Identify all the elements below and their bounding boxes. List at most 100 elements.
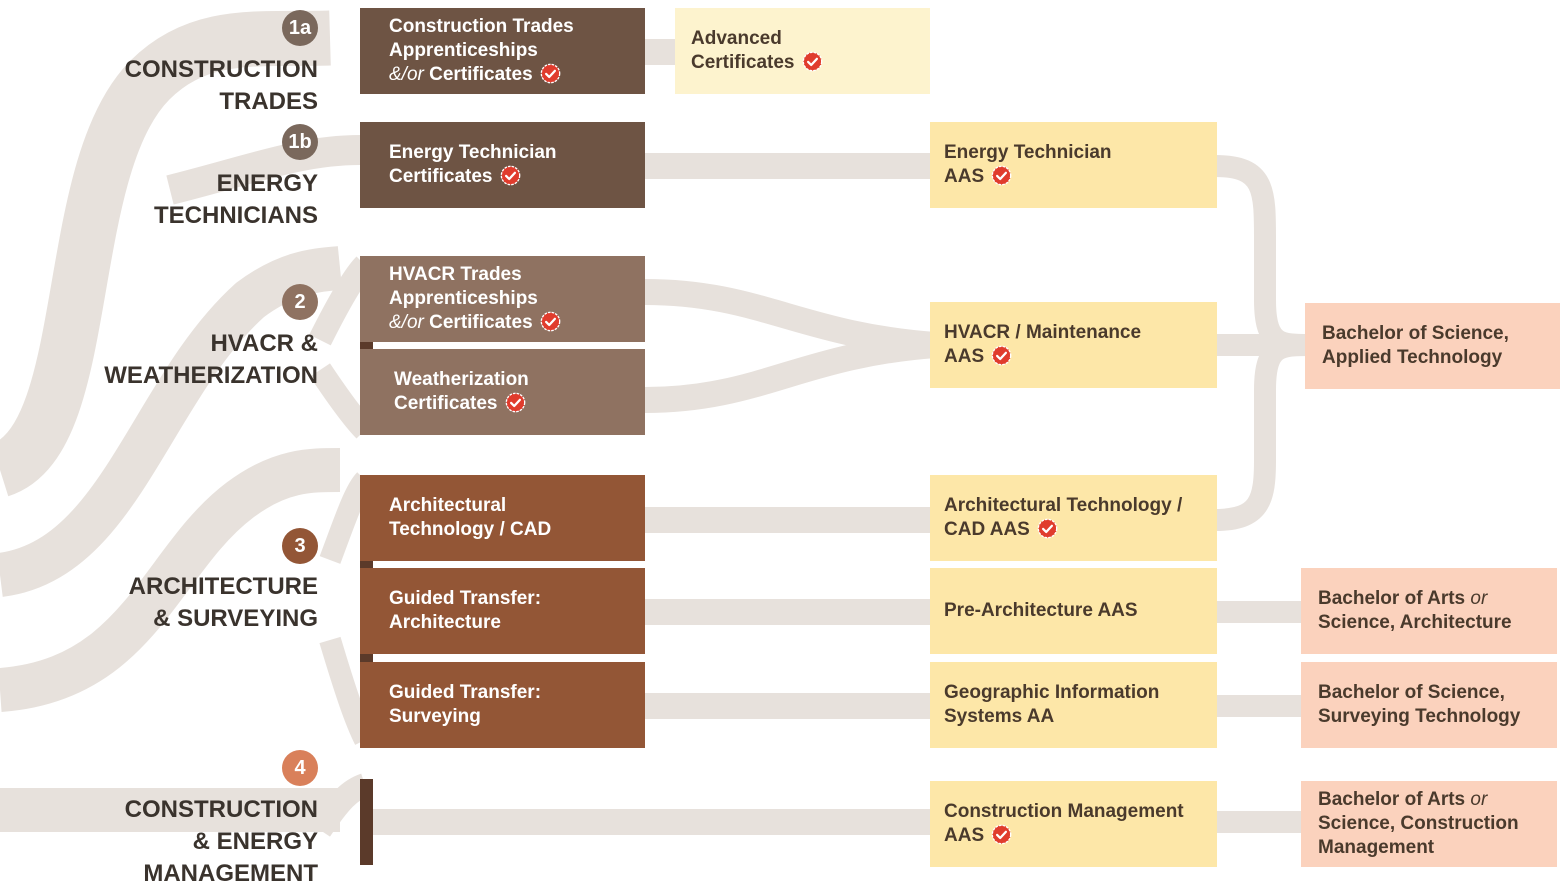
entry-construction-trades[interactable]: Construction Trades Apprenticeships &/or… [360, 8, 645, 94]
box-line: Apprenticeships [389, 40, 538, 61]
associate-hvacr-maintenance-aas[interactable]: HVACR / Maintenance AAS [930, 302, 1217, 388]
group-label-line: HVACR & [210, 330, 318, 357]
group-label-construction-trades: CONSTRUCTION TRADES [125, 54, 318, 118]
box-line: Pre-Architecture AAS [944, 600, 1138, 621]
merge-arch [1214, 334, 1311, 531]
box-line: Advanced [691, 28, 782, 49]
box-line: Energy Technician [389, 142, 557, 163]
entry-guided-transfer-surveying[interactable]: Guided Transfer: Surveying [360, 662, 645, 748]
box-line: Systems AA [944, 706, 1055, 727]
entry-guided-transfer-architecture[interactable]: Guided Transfer: Architecture [360, 568, 645, 654]
entry-architectural-technology-cad[interactable]: Architectural Technology / CAD [360, 475, 645, 561]
group-badge-2: 2 [282, 284, 318, 320]
group-label-line: CONSTRUCTION [124, 56, 318, 83]
box-line: Construction Trades [389, 16, 574, 37]
box-line: Science, Architecture [1318, 612, 1512, 633]
group-label-line: WEATHERIZATION [104, 362, 318, 389]
check-badge-icon [802, 51, 823, 72]
entry-energy-technician-certificates[interactable]: Energy Technician Certificates [360, 122, 645, 208]
box-line-italic: &/or [389, 64, 424, 85]
group-badge-1b: 1b [282, 124, 318, 160]
trunk-ribbon-3 [0, 448, 341, 712]
check-badge-icon [505, 392, 526, 413]
box-line: CAD AAS [944, 519, 1030, 540]
box-line: Surveying [389, 706, 481, 727]
box-line: Bachelor of Science, [1318, 682, 1505, 703]
group-label-energy-technicians: ENERGY TECHNICIANS [154, 168, 318, 232]
group-label-architecture: ARCHITECTURE & SURVEYING [129, 571, 318, 635]
box-line: Architectural Technology / [944, 495, 1183, 516]
box-line: Guided Transfer: [389, 682, 542, 703]
check-badge-icon [992, 345, 1012, 366]
box-line: Certificates [389, 166, 493, 187]
link-weather-aas [644, 332, 936, 413]
box-line: Science, Construction [1318, 813, 1519, 834]
group-label-line: TRADES [219, 88, 318, 115]
group-label-line: ENERGY [216, 170, 318, 197]
box-line: Architecture [389, 612, 501, 633]
box-line: Management [1318, 837, 1435, 858]
box-line: Certificates [691, 52, 795, 73]
box-line: Bachelor of Arts [1318, 789, 1466, 810]
box-line: Surveying Technology [1318, 706, 1521, 727]
box-line: Construction Management [944, 801, 1184, 822]
box-line-italic: &/or [389, 312, 424, 333]
group-label-line: ARCHITECTURE [128, 573, 318, 600]
group-label-line: TECHNICIANS [153, 202, 318, 229]
box-line: Apprenticeships [389, 288, 538, 309]
entry-weatherization-certificates[interactable]: Weatherization Certificates [360, 349, 645, 435]
box-line: AAS [944, 166, 985, 187]
associate-energy-technician-aas[interactable]: Energy Technician AAS [930, 122, 1217, 208]
bachelor-bs-applied-technology[interactable]: Bachelor of Science, Applied Technology [1305, 303, 1560, 389]
trunk-ribbon-1 [0, 10, 331, 497]
check-badge-icon [992, 165, 1012, 186]
group-label-line: MANAGEMENT [143, 860, 318, 887]
box-line: Bachelor of Arts [1318, 588, 1466, 609]
box-line: Weatherization [394, 369, 529, 390]
box-line: Bachelor of Science, [1322, 323, 1509, 344]
group-label-construction-management: CONSTRUCTION & ENERGY MANAGEMENT [125, 794, 318, 890]
check-badge-icon [992, 824, 1012, 845]
check-badge-icon [540, 311, 561, 332]
box-line: Guided Transfer: [389, 588, 542, 609]
associate-construction-management-aas[interactable]: Construction Management AAS [930, 781, 1217, 867]
fan-2-bottom [310, 363, 374, 439]
bachelor-ba-bs-architecture[interactable]: Bachelor of Arts or Science, Architectur… [1301, 568, 1557, 654]
associate-architectural-technology-cad-aas[interactable]: Architectural Technology / CAD AAS [930, 475, 1217, 561]
box-line: Certificates [429, 312, 533, 333]
entry-hvacr-trades[interactable]: HVACR Trades Apprenticeships &/or Certif… [360, 256, 645, 342]
group-badge-4: 4 [282, 750, 318, 786]
group-label-line: CONSTRUCTION [124, 796, 318, 823]
associate-advanced-certificates[interactable]: Advanced Certificates [675, 8, 930, 94]
group-bar-4 [360, 779, 373, 865]
box-line: Architectural [389, 495, 507, 516]
check-badge-icon [540, 63, 561, 84]
box-line: Applied Technology [1322, 347, 1503, 368]
trunk-ribbon-2 [0, 246, 343, 597]
box-line: Certificates [429, 64, 533, 85]
fan-1b [166, 135, 361, 205]
bachelor-ba-bs-construction-management[interactable]: Bachelor of Arts or Science, Constructio… [1301, 781, 1557, 867]
check-badge-icon [500, 165, 521, 186]
group-label-line: & ENERGY [192, 828, 318, 855]
box-line: Energy Technician [944, 142, 1112, 163]
box-line: HVACR / Maintenance [944, 322, 1142, 343]
box-line: Certificates [394, 393, 498, 414]
group-label-line: & SURVEYING [153, 605, 318, 632]
merge-energy [1214, 155, 1311, 356]
box-line: AAS [944, 346, 985, 367]
group-label-hvacr: HVACR & WEATHERIZATION [104, 328, 318, 392]
group-badge-3: 3 [282, 528, 318, 564]
box-line: Technology / CAD [389, 519, 552, 540]
box-line-italic: or [1470, 588, 1488, 609]
box-line: HVACR Trades [389, 264, 522, 285]
associate-gis-aa[interactable]: Geographic Information Systems AA [930, 662, 1217, 748]
group-badge-1a: 1a [282, 10, 318, 46]
check-badge-icon [1037, 518, 1058, 539]
associate-pre-architecture-aas[interactable]: Pre-Architecture AAS [930, 568, 1217, 654]
bachelor-bs-surveying-technology[interactable]: Bachelor of Science, Surveying Technolog… [1301, 662, 1557, 748]
box-line: AAS [944, 825, 985, 846]
box-line: Geographic Information [944, 682, 1160, 703]
box-line-italic: or [1470, 789, 1488, 810]
